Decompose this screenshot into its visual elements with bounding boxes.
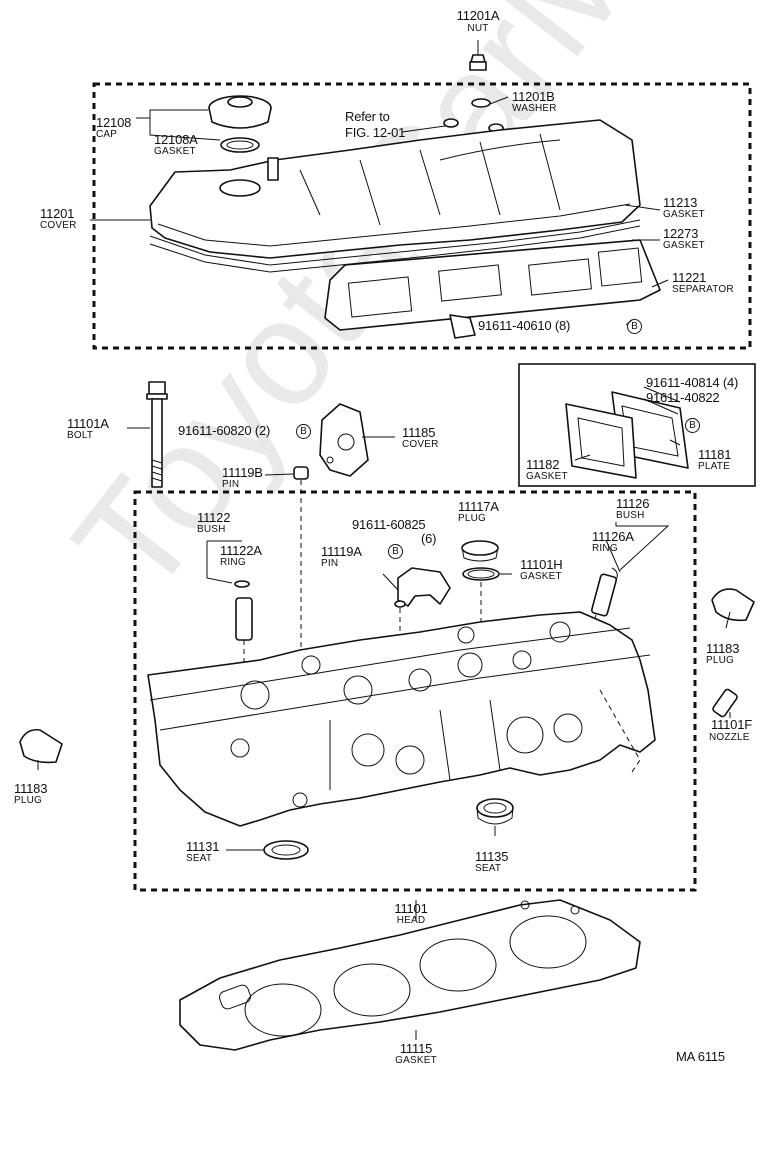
label-bolt-91611-60825: 91611-60825: [352, 517, 426, 532]
pin-11119b-drawing: [293, 466, 309, 480]
label-plate-gasket-name: GASKET: [526, 471, 568, 482]
symbol-b-60820: B: [296, 424, 311, 439]
label-bush-11126-name: BUSH: [616, 510, 645, 521]
label-cover-name: COVER: [40, 220, 77, 231]
label-plug-left-number: 11183: [14, 781, 48, 796]
label-cover-11185-number: 11185: [402, 425, 436, 440]
label-cover-gasket-name: GASKET: [663, 209, 705, 220]
label-seat-11131-number: 11131: [186, 839, 220, 854]
nut-drawing: [469, 40, 487, 71]
label-cover-11185-name: COVER: [402, 439, 439, 450]
washer-drawing: [471, 98, 491, 108]
label-bush-11126-number: 11126: [616, 496, 650, 511]
label-plate-number: 11181: [698, 447, 732, 462]
head-bolt-drawing: [146, 381, 168, 488]
label-bush-11122-name: BUSH: [197, 524, 226, 535]
camshaft-cap-drawing: [397, 567, 451, 607]
label-reference-line1: Refer to: [345, 109, 390, 124]
label-seat-11135-number: 11135: [475, 849, 509, 864]
plug-11117a-drawing: [461, 540, 499, 556]
label-plug-11117a-name: PLUG: [458, 513, 487, 524]
label-head-bolt-number: 11101A: [67, 416, 109, 431]
label-reference-line2: FIG. 12-01: [345, 125, 406, 140]
plug-right-drawing: [711, 588, 755, 622]
oil-cap-drawing: [208, 95, 272, 153]
label-cap-number: 12108: [96, 115, 132, 130]
label-ring-11126a-name: RING: [592, 543, 618, 554]
label-ring-11122a-number: 11122A: [220, 543, 262, 558]
label-cap-gasket-name: GASKET: [154, 146, 196, 157]
symbol-b-60825: B: [388, 544, 403, 559]
label-bolt-91611-40610: 91611-40610 (8): [478, 318, 571, 333]
label-gasket-12273-name: GASKET: [663, 240, 705, 251]
label-bolt-91611-40822: 91611-40822: [646, 390, 720, 405]
label-pin-11119b-name: PIN: [222, 479, 240, 490]
label-cover-number: 11201: [40, 206, 75, 221]
label-bolt-91611-40814: 91611-40814 (4): [646, 375, 739, 390]
label-plug-11117a-number: 11117A: [458, 499, 499, 514]
label-bolt-91611-60825-qty: (6): [421, 531, 437, 546]
label-ring-11122a-name: RING: [220, 557, 246, 568]
label-separator-name: SEPARATOR: [672, 284, 734, 295]
bush-11126-drawing: [590, 573, 618, 617]
label-ring-11126a-number: 11126A: [592, 529, 634, 544]
leader-lines: [37, 96, 731, 1040]
label-cap-gasket-number: 12108A: [154, 132, 198, 147]
plate-assembly-box: [518, 363, 756, 487]
cover-assembly-box: [92, 82, 752, 350]
nozzle-drawing: [712, 688, 738, 718]
label-nozzle-name: NOZZLE: [709, 732, 750, 743]
label-seat-11135-name: SEAT: [475, 863, 502, 874]
separator-drawing: [324, 239, 661, 339]
label-head-name: HEAD: [396, 915, 426, 926]
label-plug-left-name: PLUG: [14, 795, 43, 806]
head-assembly-box: [133, 490, 697, 892]
label-head-gasket-name: GASKET: [395, 1055, 437, 1066]
thermostat-cover-drawing: [319, 403, 369, 477]
label-head-bolt-name: BOLT: [67, 430, 94, 441]
valve-cover-drawing: [149, 119, 641, 273]
label-cap-name: CAP: [96, 129, 118, 140]
label-head-number: 11101: [394, 901, 428, 916]
symbol-b-40814: B: [685, 418, 700, 433]
plug-left-drawing: [19, 728, 63, 764]
label-pin-11119b-number: 11119B: [222, 465, 263, 480]
symbol-b-40610: B: [627, 319, 642, 334]
label-washer-name: WASHER: [512, 103, 557, 114]
bush-11122-drawing: [235, 597, 253, 641]
label-seat-11131-name: SEAT: [186, 853, 213, 864]
label-pin-11119a-name: PIN: [321, 558, 339, 569]
label-gasket-12273-number: 12273: [663, 226, 699, 241]
side-plate-drawing: [565, 391, 689, 479]
head-gasket-drawing: [179, 899, 641, 1051]
label-bolt-91611-60820: 91611-60820 (2): [178, 423, 271, 438]
label-nozzle-number: 11101F: [711, 717, 752, 732]
label-bush-11122-number: 11122: [197, 510, 231, 525]
label-separator-number: 11221: [672, 270, 707, 285]
seat-11135-drawing: [476, 798, 514, 825]
label-gasket-11101h-number: 11101H: [520, 557, 563, 572]
label-nut-name: NUT: [467, 23, 489, 34]
label-plate-name: PLATE: [698, 461, 730, 472]
seat-11131-drawing: [263, 840, 309, 860]
label-gasket-11101h-name: GASKET: [520, 571, 562, 582]
label-plate-gasket-number: 11182: [526, 457, 560, 472]
diagram-code: MA 6115: [676, 1049, 725, 1064]
label-plug-right-name: PLUG: [706, 655, 735, 666]
label-nut-number: 11201A: [456, 8, 500, 23]
label-pin-11119a-number: 11119A: [321, 544, 362, 559]
label-plug-right-number: 11183: [706, 641, 740, 656]
label-cover-gasket-number: 11213: [663, 195, 698, 210]
label-head-gasket-number: 11115: [399, 1041, 433, 1056]
label-washer-number: 11201B: [512, 89, 555, 104]
cylinder-head-drawing: [147, 611, 656, 827]
